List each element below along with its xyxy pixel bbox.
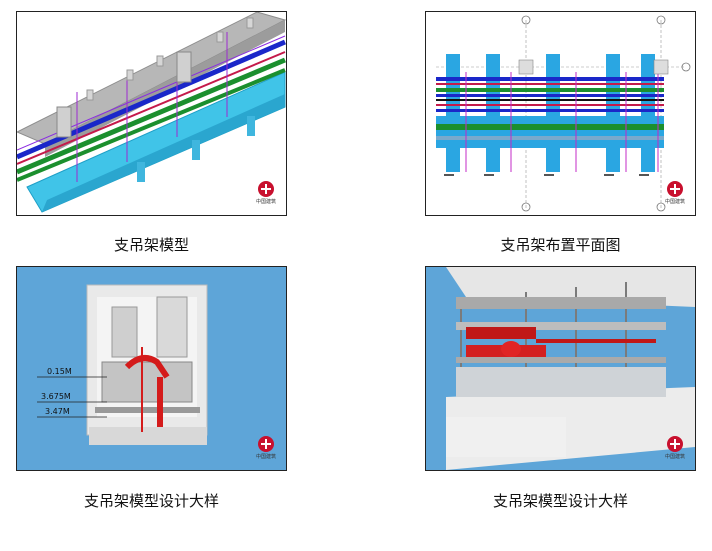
dim-label-1: 0.15M [47,367,72,376]
figure-detail-perspective: 中国建筑 [425,266,696,471]
logo-cscec: 中国建筑 [252,436,280,466]
logo-cscec: 中国建筑 [661,181,689,211]
figure-support-model: 中国建筑 [16,11,287,216]
dim-label-3: 3.47M [45,407,70,416]
logo-icon [258,181,274,197]
figure-plan-layout: 中国建筑 [425,11,696,216]
logo-cscec: 中国建筑 [252,181,280,211]
logo-icon [667,436,683,452]
dim-label-2: 3.675M [41,392,71,401]
detail-section-drawing: 0.15M 3.675M 3.47M [17,267,286,470]
logo-icon [667,181,683,197]
caption-figure-4: 支吊架模型设计大样 [492,492,628,510]
caption-figure-3: 支吊架模型设计大样 [83,492,219,510]
detail-perspective-drawing [426,267,695,470]
caption-figure-2: 支吊架布置平面图 [500,236,621,254]
caption-figure-1: 支吊架模型 [113,236,189,254]
logo-icon [258,436,274,452]
support-model-drawing [17,12,286,213]
plan-layout-drawing [436,15,691,212]
logo-cscec: 中国建筑 [661,436,689,466]
figure-detail-section: 0.15M 3.675M 3.47M 中国建筑 [16,266,287,471]
